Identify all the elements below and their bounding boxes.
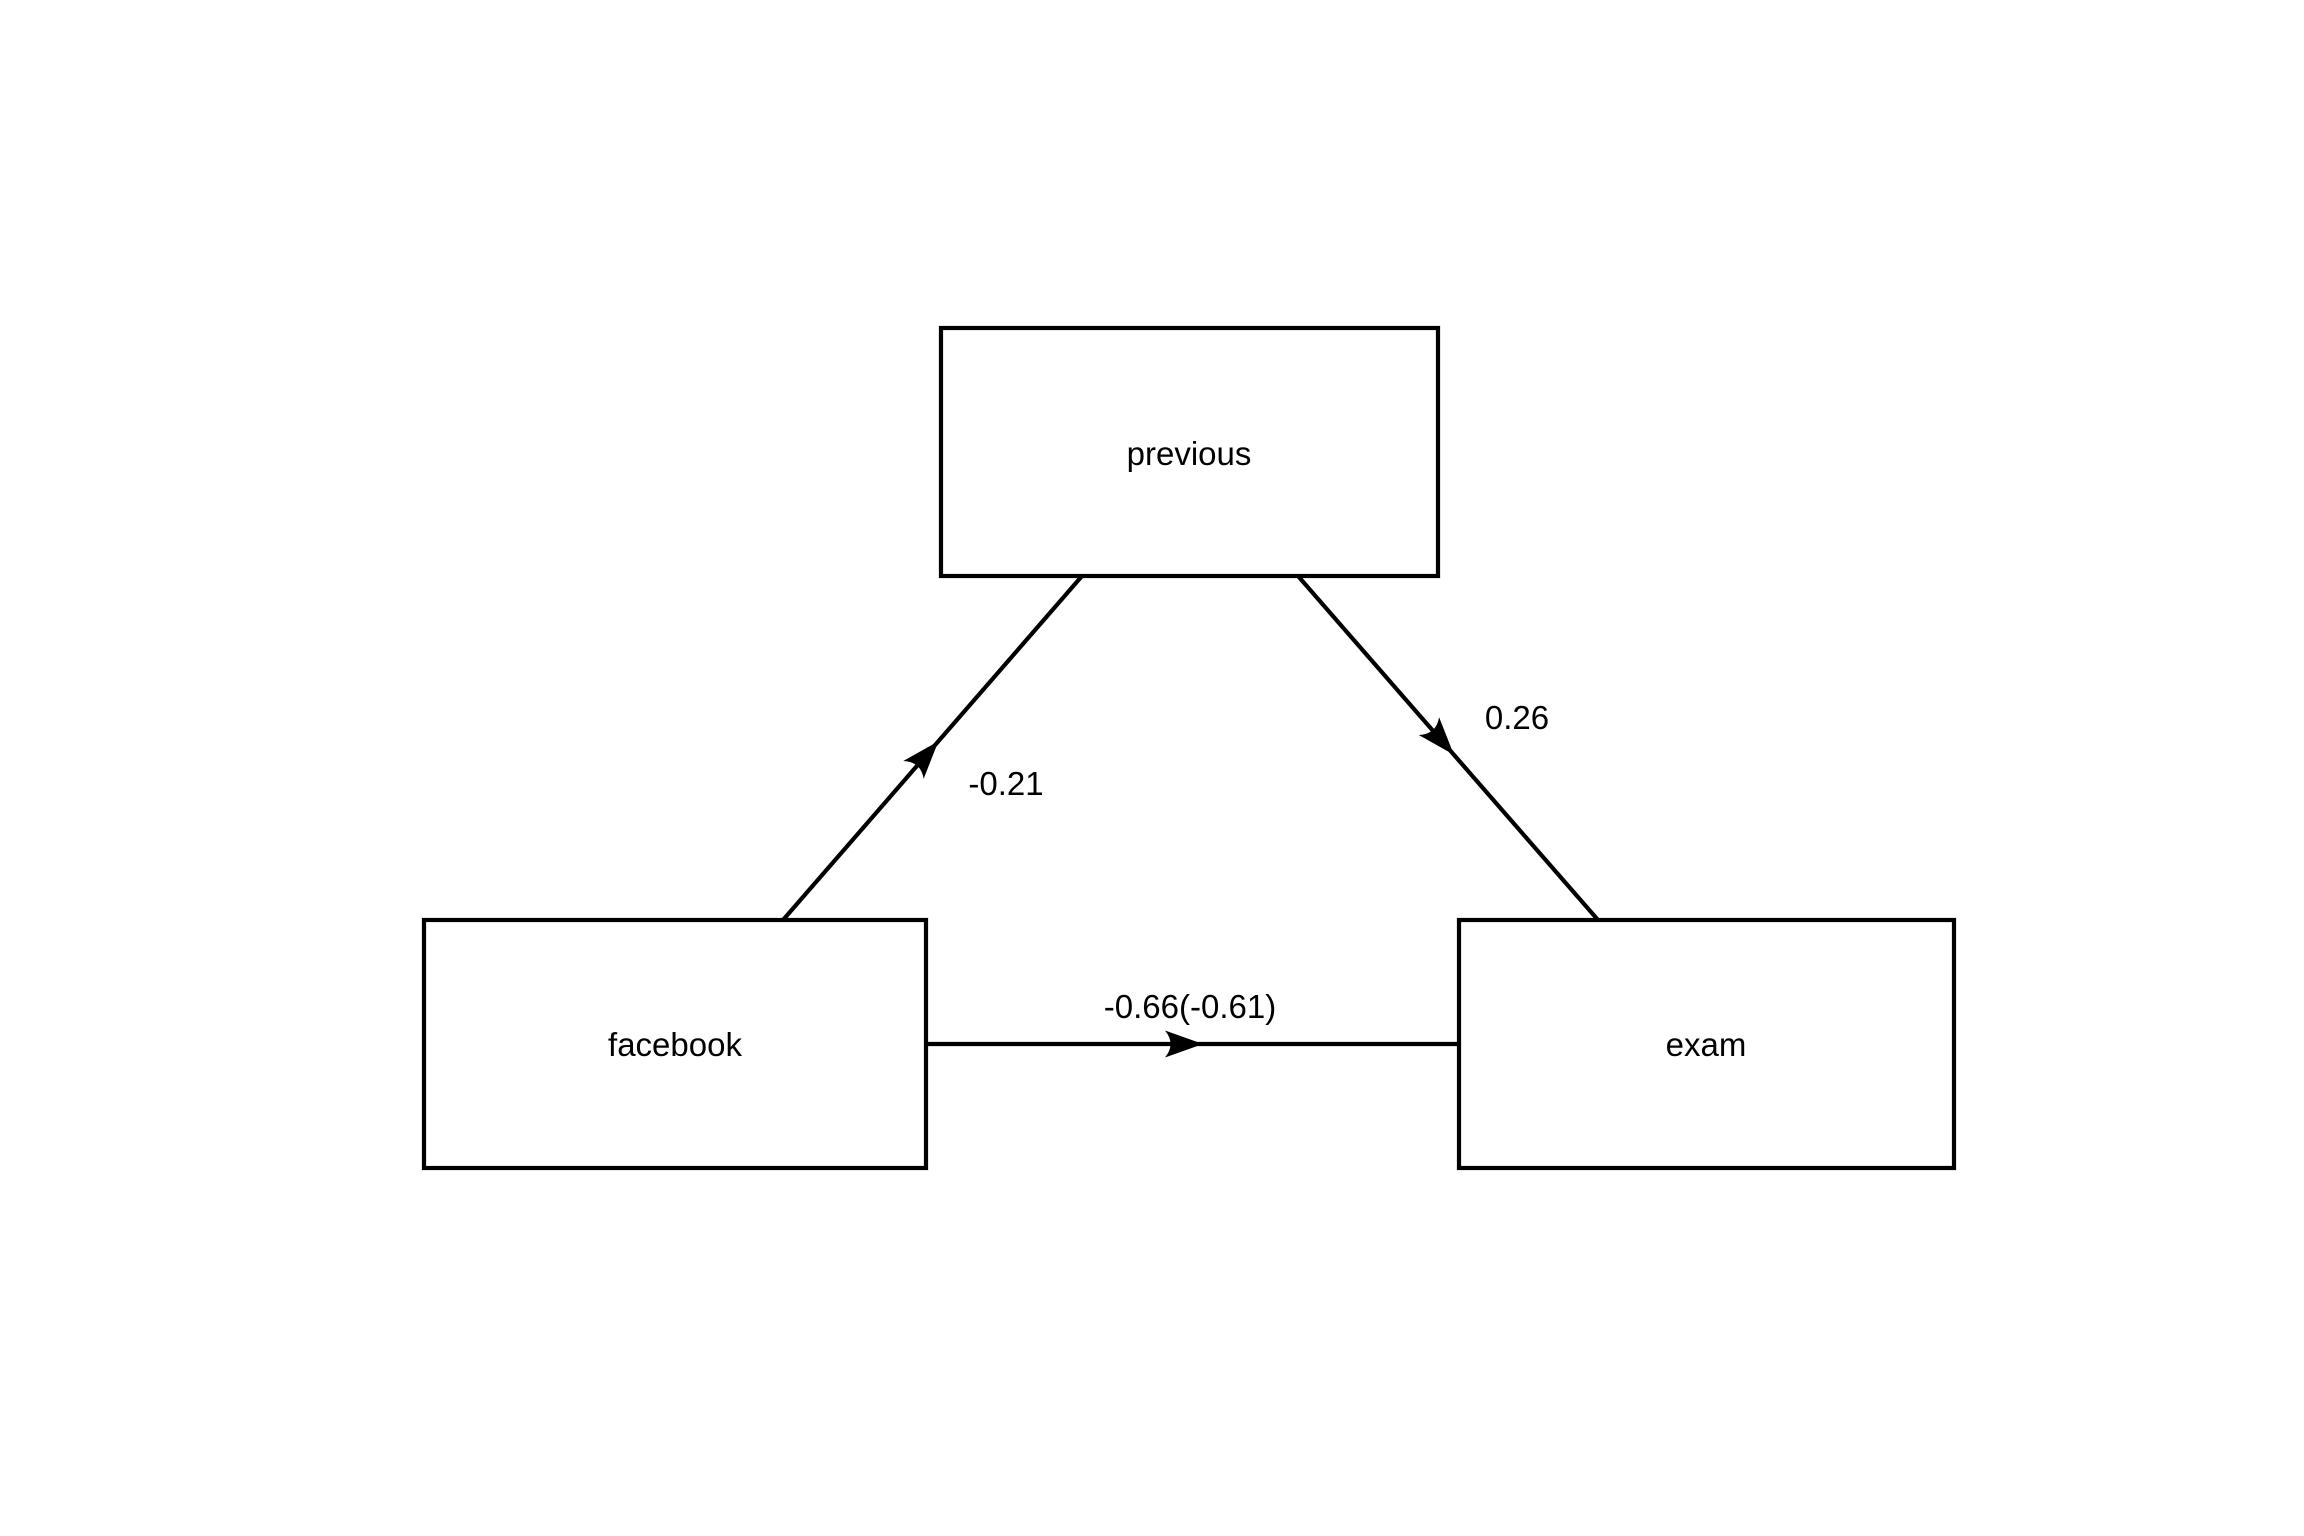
- node-previous: [938, 325, 1441, 579]
- arrowhead-icon: [1165, 1030, 1203, 1058]
- edge-label-previous-exam: 0.26: [1485, 699, 1549, 736]
- node-previous-label: previous: [1127, 435, 1252, 472]
- node-exam: [1456, 917, 1957, 1171]
- arrowhead-icon: [1418, 717, 1454, 755]
- arrowhead-icon: [903, 741, 939, 779]
- edge-label-facebook-previous: -0.21: [968, 765, 1043, 802]
- node-exam-label: exam: [1666, 1026, 1747, 1063]
- node-facebook: [421, 917, 929, 1171]
- edge-label-facebook-exam: -0.66(-0.61): [1104, 988, 1276, 1025]
- node-facebook-label: facebook: [608, 1026, 742, 1063]
